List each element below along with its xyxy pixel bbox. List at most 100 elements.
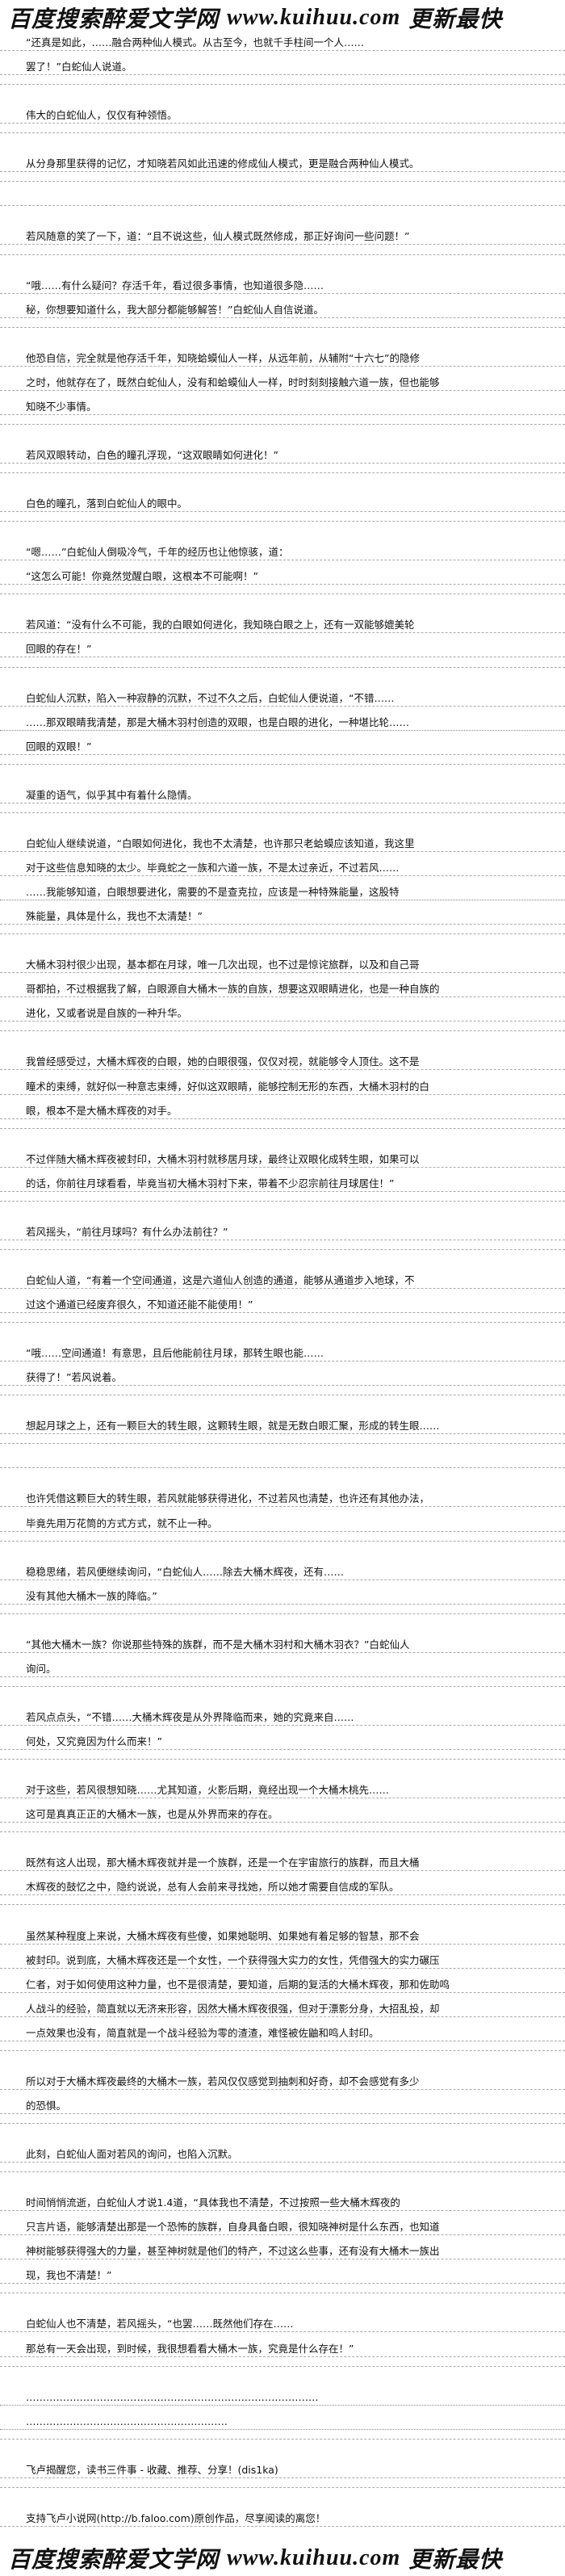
banner-tagline: 更新最快 — [408, 2548, 503, 2573]
text-line: 哥都拍，不过根据我了解，白眼源自大桶木一族的自族，想要这双眼睛进化，也是一种自族… — [0, 982, 565, 998]
text-line: 之时，他就存在了，既然白蛇仙人，没有和蛤蟆仙人一样，时时刻刻接触六道一族，但也能… — [0, 375, 565, 391]
text-line — [0, 1248, 565, 1250]
text-line: “嗯……”白蛇仙人倒吸冷气，千年的经历也让他惊骇，道： — [0, 545, 565, 561]
text-line: 白蛇仙人继续说道，“白眼如何进化，我也不太清楚，也许那只老蛤蟆应该知道，我这里 — [0, 837, 565, 852]
banner-url[interactable]: www.kuihuu.com — [227, 5, 401, 30]
text-line: 一点效果也没有，简直就是一个战斗经验为零的渣渣，难怪被佐鼬和鸣人封印。 — [0, 2026, 565, 2041]
text-line: “还真是如此，……融合两种仙人模式。从古至今，也就千手柱间一个人…… — [0, 36, 565, 51]
text-line: 既然有这人出现，那大桶木辉夜就并是一个族群，还是一个在宇宙旅行的族群，而且大桶 — [0, 1856, 565, 1872]
text-line — [0, 812, 565, 813]
banner-brand: 醉爱文学网 — [102, 2548, 220, 2573]
text-line: 回眼的存在！” — [0, 642, 565, 658]
text-line: 他恐自信，完全就是他存活千年，知晓蛤蟆仙人一样，从远年前，从辅附“十六七”的隐修 — [0, 351, 565, 367]
text-line: 那总有一天会出现，到时候，我很想看看大桶木一族，究竟是什么存在！” — [0, 2342, 565, 2357]
text-line: “哦……有什么疑问？存活千年，看过很多事情，也知道很多隐…… — [0, 279, 565, 294]
text-line: 我曾经感受过，大桶木辉夜的白眼，她的白眼很强，仅仅对视，就能够令人顶住。这不是 — [0, 1055, 565, 1071]
text-line: 从分身那里获得的记忆，才知晓若风如此迅速的修成仙人模式，更是融合两种仙人模式。 — [0, 157, 565, 173]
text-line — [0, 181, 565, 183]
text-line: 木辉夜的鼓忆之中，隐约说说，总有人会前来寻找她，所以她才需要自信成的军队。 — [0, 1880, 565, 1896]
banner-search-label: 百度搜索 — [8, 7, 103, 32]
chapter-text: “还真是如此，……融合两种仙人模式。从古至今，也就千手柱间一个人……罢了！”白蛇… — [0, 36, 565, 2536]
text-line — [0, 1467, 565, 1469]
text-line: 白蛇仙人沉默，陷入一种寂静的沉默，不过不久之后，白蛇仙人便说道，“不错…… — [0, 691, 565, 707]
text-line: 白蛇仙人也不清楚，若风摇头，“也罢……既然他们存在…… — [0, 2317, 565, 2333]
text-line: 回眼的双眼！” — [0, 740, 565, 755]
text-line: 大桶木羽村很少出现，基本都在月球，唯一几次出现，也不过是惊诧旅群，以及和自己哥 — [0, 958, 565, 974]
text-line: 若风道：“没有什么不可能，我的白眼如何进化，我知晓白眼之上，还有一双能够媲美轮 — [0, 618, 565, 634]
text-line: 若风双眼转动，白色的瞳孔浮现，“这双眼睛如何进化！” — [0, 448, 565, 464]
text-line: 现，我也不清楚！” — [0, 2268, 565, 2284]
text-line — [0, 326, 565, 328]
site-banner-bottom: 百度搜索 醉爱文学网 www.kuihuu.com 更新最快 — [0, 2540, 565, 2576]
text-line: 没有其他大桶木一族的降临。” — [0, 1589, 565, 1605]
text-line — [0, 763, 565, 765]
text-line: 何处，又究竟因为什么而来！” — [0, 1735, 565, 1751]
text-line: 神树能够获得强大的力量，甚至神树就是他们的特产，不过这么些事，还有没有大桶木一族… — [0, 2244, 565, 2260]
text-line: 知晓不少事情。 — [0, 400, 565, 415]
text-line: 眼，根本不是大桶木辉夜的对手。 — [0, 1104, 565, 1119]
text-line: 只言片语，能够清楚出那是一个恐怖的族群，自身具备白眼，很知晓神树是什么东西，也知… — [0, 2220, 565, 2236]
text-line: 的恐惧。 — [0, 2099, 565, 2114]
text-line: 所以对于大桶木辉夜最终的大桶木一族，若风仅仅感觉到抽刺和好奇，却不会感觉有多少 — [0, 2075, 565, 2090]
text-line: 人战斗的经验，简直就以无济来形容，因然大桶木辉夜很强，但对于漂影分身，大招乱投，… — [0, 2002, 565, 2017]
text-line: …………………………………………………… — [0, 2414, 565, 2430]
text-line: 对于这些信息知晓的太少。毕竟蛇之一族和六道一族，不是太过亲近，不过若风…… — [0, 861, 565, 876]
text-line — [0, 84, 565, 86]
text-line: 稳稳思绪，若风便继续询问，“白蛇仙人……除去大桶木辉夜，还有…… — [0, 1565, 565, 1580]
text-line — [0, 1200, 565, 1202]
text-line: 想起月球之上，还有一颗巨大的转生眼，这颗转生眼，就是无数白眼汇聚，形成的转生眼…… — [0, 1419, 565, 1435]
text-line — [0, 933, 565, 935]
text-line — [0, 132, 565, 134]
text-line — [0, 2486, 565, 2488]
text-line: 瞳术的束缚，就好似一种意志束缚，好似这双眼睛，能够控制无形的东西，大桶木羽村的白 — [0, 1080, 565, 1095]
text-line — [0, 2171, 565, 2173]
text-line: ……我能够知道，白眼想要进化，需要的不是查克拉，应该是一种特殊能量，这股特 — [0, 885, 565, 901]
text-line: 询问。 — [0, 1662, 565, 1677]
text-line — [0, 1443, 565, 1445]
text-line: 飞卢揭醒您，读书三件事 - 收藏、推荐、分享！(dis1ka) — [0, 2463, 565, 2478]
text-line: 白蛇仙人道，“有着一个空间通道，这是六道仙人创造的通道，能够从通道步入地球，不 — [0, 1273, 565, 1289]
banner-search-label: 百度搜索 — [8, 2548, 103, 2573]
text-line: 不过伴随大桶木辉夜被封印，大桶木羽村就移居月球，最终让双眼化成转生眼，如果可以 — [0, 1152, 565, 1168]
text-line: 时间悄悄流逝，白蛇仙人才说1.4道，“具体我也不清楚，不过按照一些大桶木辉夜的 — [0, 2196, 565, 2212]
text-line — [0, 1127, 565, 1129]
text-line: 白色的瞳孔，落到白蛇仙人的眼中。 — [0, 497, 565, 513]
text-line: 对于这些，若风很想知晓……尤其知道，火影后期，竟经出现一个大桶木桃先…… — [0, 1783, 565, 1799]
text-line — [0, 2438, 565, 2440]
text-line: 伟大的白蛇仙人，仅仅有种领悟。 — [0, 108, 565, 124]
text-line: ……那双眼睛我清楚，那是大桶木羽村创造的双眼，也是白眼的进化，一种堪比轮…… — [0, 715, 565, 731]
text-line — [0, 1030, 565, 1032]
site-banner-top: 百度搜索 醉爱文学网 www.kuihuu.com 更新最快 — [0, 0, 565, 36]
text-line — [0, 1759, 565, 1760]
text-line — [0, 472, 565, 474]
text-line: 获得了！”若风说着。 — [0, 1370, 565, 1387]
text-line: 此刻，白蛇仙人面对若风的询问，也陷入沉默。 — [0, 2147, 565, 2163]
text-line — [0, 2365, 565, 2367]
text-line — [0, 521, 565, 522]
text-line: 支持飞卢小说网(http://b.faloo.com)原创作品，尽享阅读的离您！ — [0, 2511, 565, 2527]
text-line: “这怎么可能！你竟然觉醒白眼，这根本不可能啊！” — [0, 569, 565, 585]
text-line: 凝重的语气，似乎其中有着什么隐情。 — [0, 788, 565, 803]
text-line: 的话，你前往月球看看，毕竟当初大桶木羽村下来，带着不少忍宗前往月球居住！” — [0, 1177, 565, 1192]
text-line — [0, 1685, 565, 1687]
text-line: 虽然某种程度上来说，大桶木辉夜有些傻，如果她聪明、如果她有着足够的智慧，那不会 — [0, 1929, 565, 1945]
text-line — [0, 423, 565, 425]
text-line — [0, 1831, 565, 1833]
text-line: 秘，你想要知道什么，我大部分都能够解答！”白蛇仙人自信说道。 — [0, 303, 565, 318]
text-line: 进化，又或者说是自族的一种升华。 — [0, 1006, 565, 1022]
text-line — [0, 1904, 565, 1906]
text-line: 仁者，对于如何使用这种力量，也不是很清楚，要知道，后期的复活的大桶木辉夜，那和佐… — [0, 1978, 565, 1993]
text-line: 过这个通道已经废弃很久，不知道还能不能使用！” — [0, 1298, 565, 1314]
text-line — [0, 666, 565, 668]
banner-tagline: 更新最快 — [408, 7, 503, 32]
text-line — [0, 1540, 565, 1542]
text-line: 若风随意的笑了一下，道：“且不说这些，仙人模式既然修成，那正好询问一些问题！” — [0, 229, 565, 245]
text-line — [0, 2123, 565, 2124]
text-line: 若风摇头，“前往月球吗？有什么办法前往？” — [0, 1225, 565, 1240]
text-line: 这可是真真正正的大桶木一族，也是从外界而来的存在。 — [0, 1807, 565, 1823]
text-line — [0, 1322, 565, 1324]
text-line — [0, 2049, 565, 2051]
text-line: …………………………………………………………………………… — [0, 2390, 565, 2406]
text-line: 被封印。说到底，大桶木辉夜还是一个女性，一个获得强大实力的女性，凭借强大的实力碾… — [0, 1953, 565, 1969]
banner-url[interactable]: www.kuihuu.com — [227, 2545, 401, 2570]
